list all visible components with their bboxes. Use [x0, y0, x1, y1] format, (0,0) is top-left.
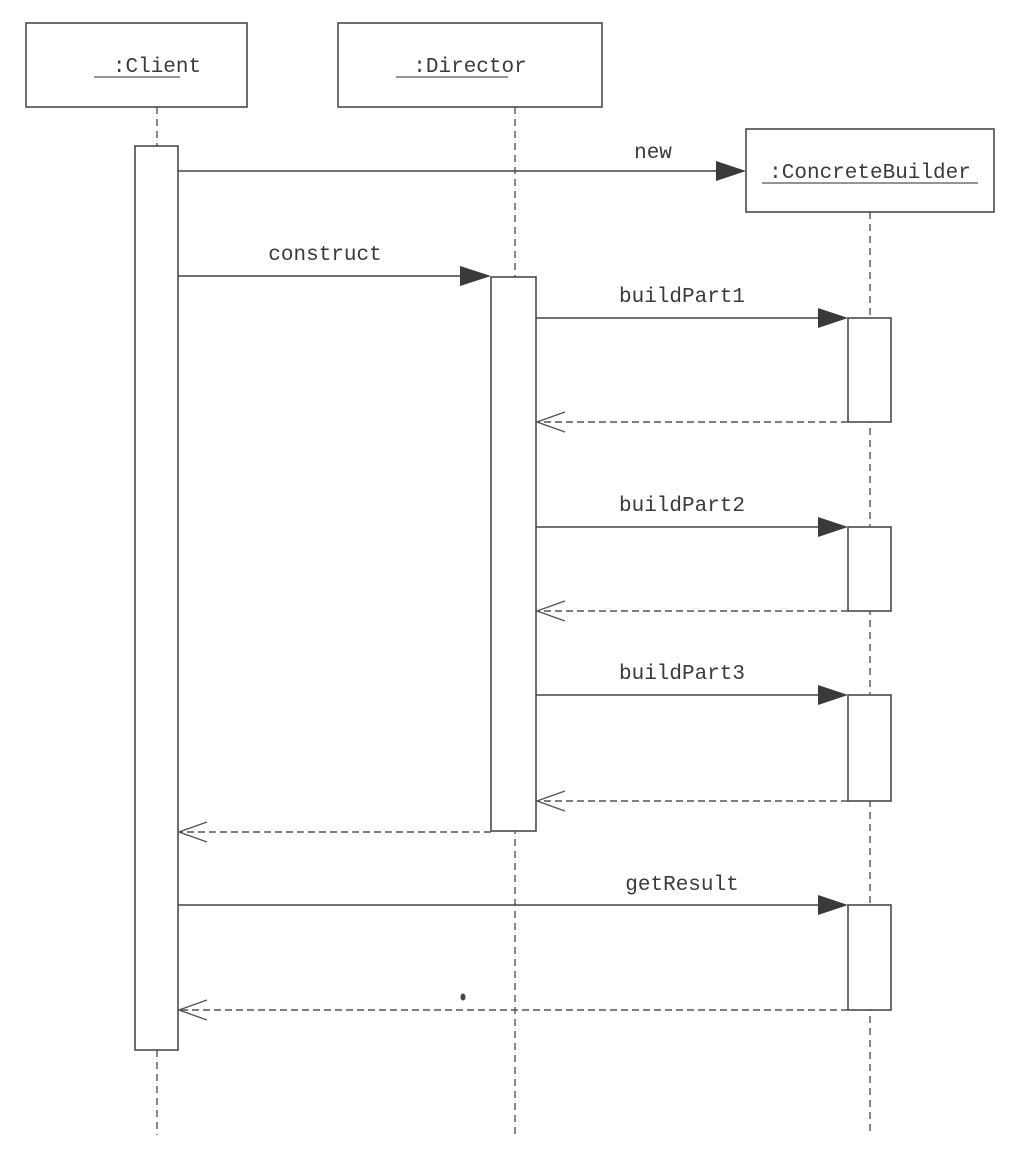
- message-construct-label: construct: [268, 244, 381, 267]
- message-getresult-label: getResult: [625, 874, 738, 897]
- message-buildpart3: buildPart3: [536, 663, 848, 705]
- message-new-label: new: [634, 142, 672, 165]
- participant-client-label: :Client: [113, 56, 201, 79]
- return-getresult: [176, 999, 848, 1021]
- return-buildpart2: [534, 600, 848, 622]
- client-activation: [134, 145, 179, 1051]
- arrowhead-filled-icon: [460, 266, 491, 286]
- builder-activation-3: [847, 694, 892, 802]
- arrowhead-filled-icon: [818, 517, 848, 537]
- return-buildpart3: [534, 790, 848, 812]
- arrowhead-open-icon: [176, 821, 208, 843]
- message-buildpart3-label: buildPart3: [619, 663, 745, 686]
- message-buildpart1: buildPart1: [536, 286, 848, 328]
- director-activation: [490, 276, 537, 832]
- arrowhead-open-icon: [534, 790, 566, 812]
- arrowhead-open-icon: [534, 600, 566, 622]
- participant-director-label: :Director: [413, 56, 526, 79]
- participant-director: :Director: [337, 22, 603, 108]
- arrowhead-filled-icon: [716, 161, 746, 181]
- message-buildpart1-label: buildPart1: [619, 286, 745, 309]
- builder-activation-4: [847, 904, 892, 1011]
- message-getresult: getResult: [178, 874, 848, 915]
- scan-speck: [460, 993, 466, 1001]
- arrowhead-open-icon: [534, 411, 566, 433]
- arrowhead-open-icon: [176, 999, 208, 1021]
- arrowhead-filled-icon: [818, 308, 848, 328]
- message-new: new: [178, 142, 746, 181]
- arrowhead-filled-icon: [818, 895, 848, 915]
- return-buildpart1: [534, 411, 848, 433]
- message-construct: construct: [178, 244, 491, 286]
- participant-concrete-builder: :ConcreteBuilder: [745, 128, 995, 213]
- participant-client: :Client: [25, 22, 248, 108]
- builder-activation-1: [847, 317, 892, 423]
- message-buildpart2-label: buildPart2: [619, 495, 745, 518]
- arrowhead-filled-icon: [818, 685, 848, 705]
- return-construct: [176, 821, 491, 843]
- message-buildpart2: buildPart2: [536, 495, 848, 537]
- builder-activation-2: [847, 526, 892, 612]
- participant-builder-label: :ConcreteBuilder: [769, 162, 971, 185]
